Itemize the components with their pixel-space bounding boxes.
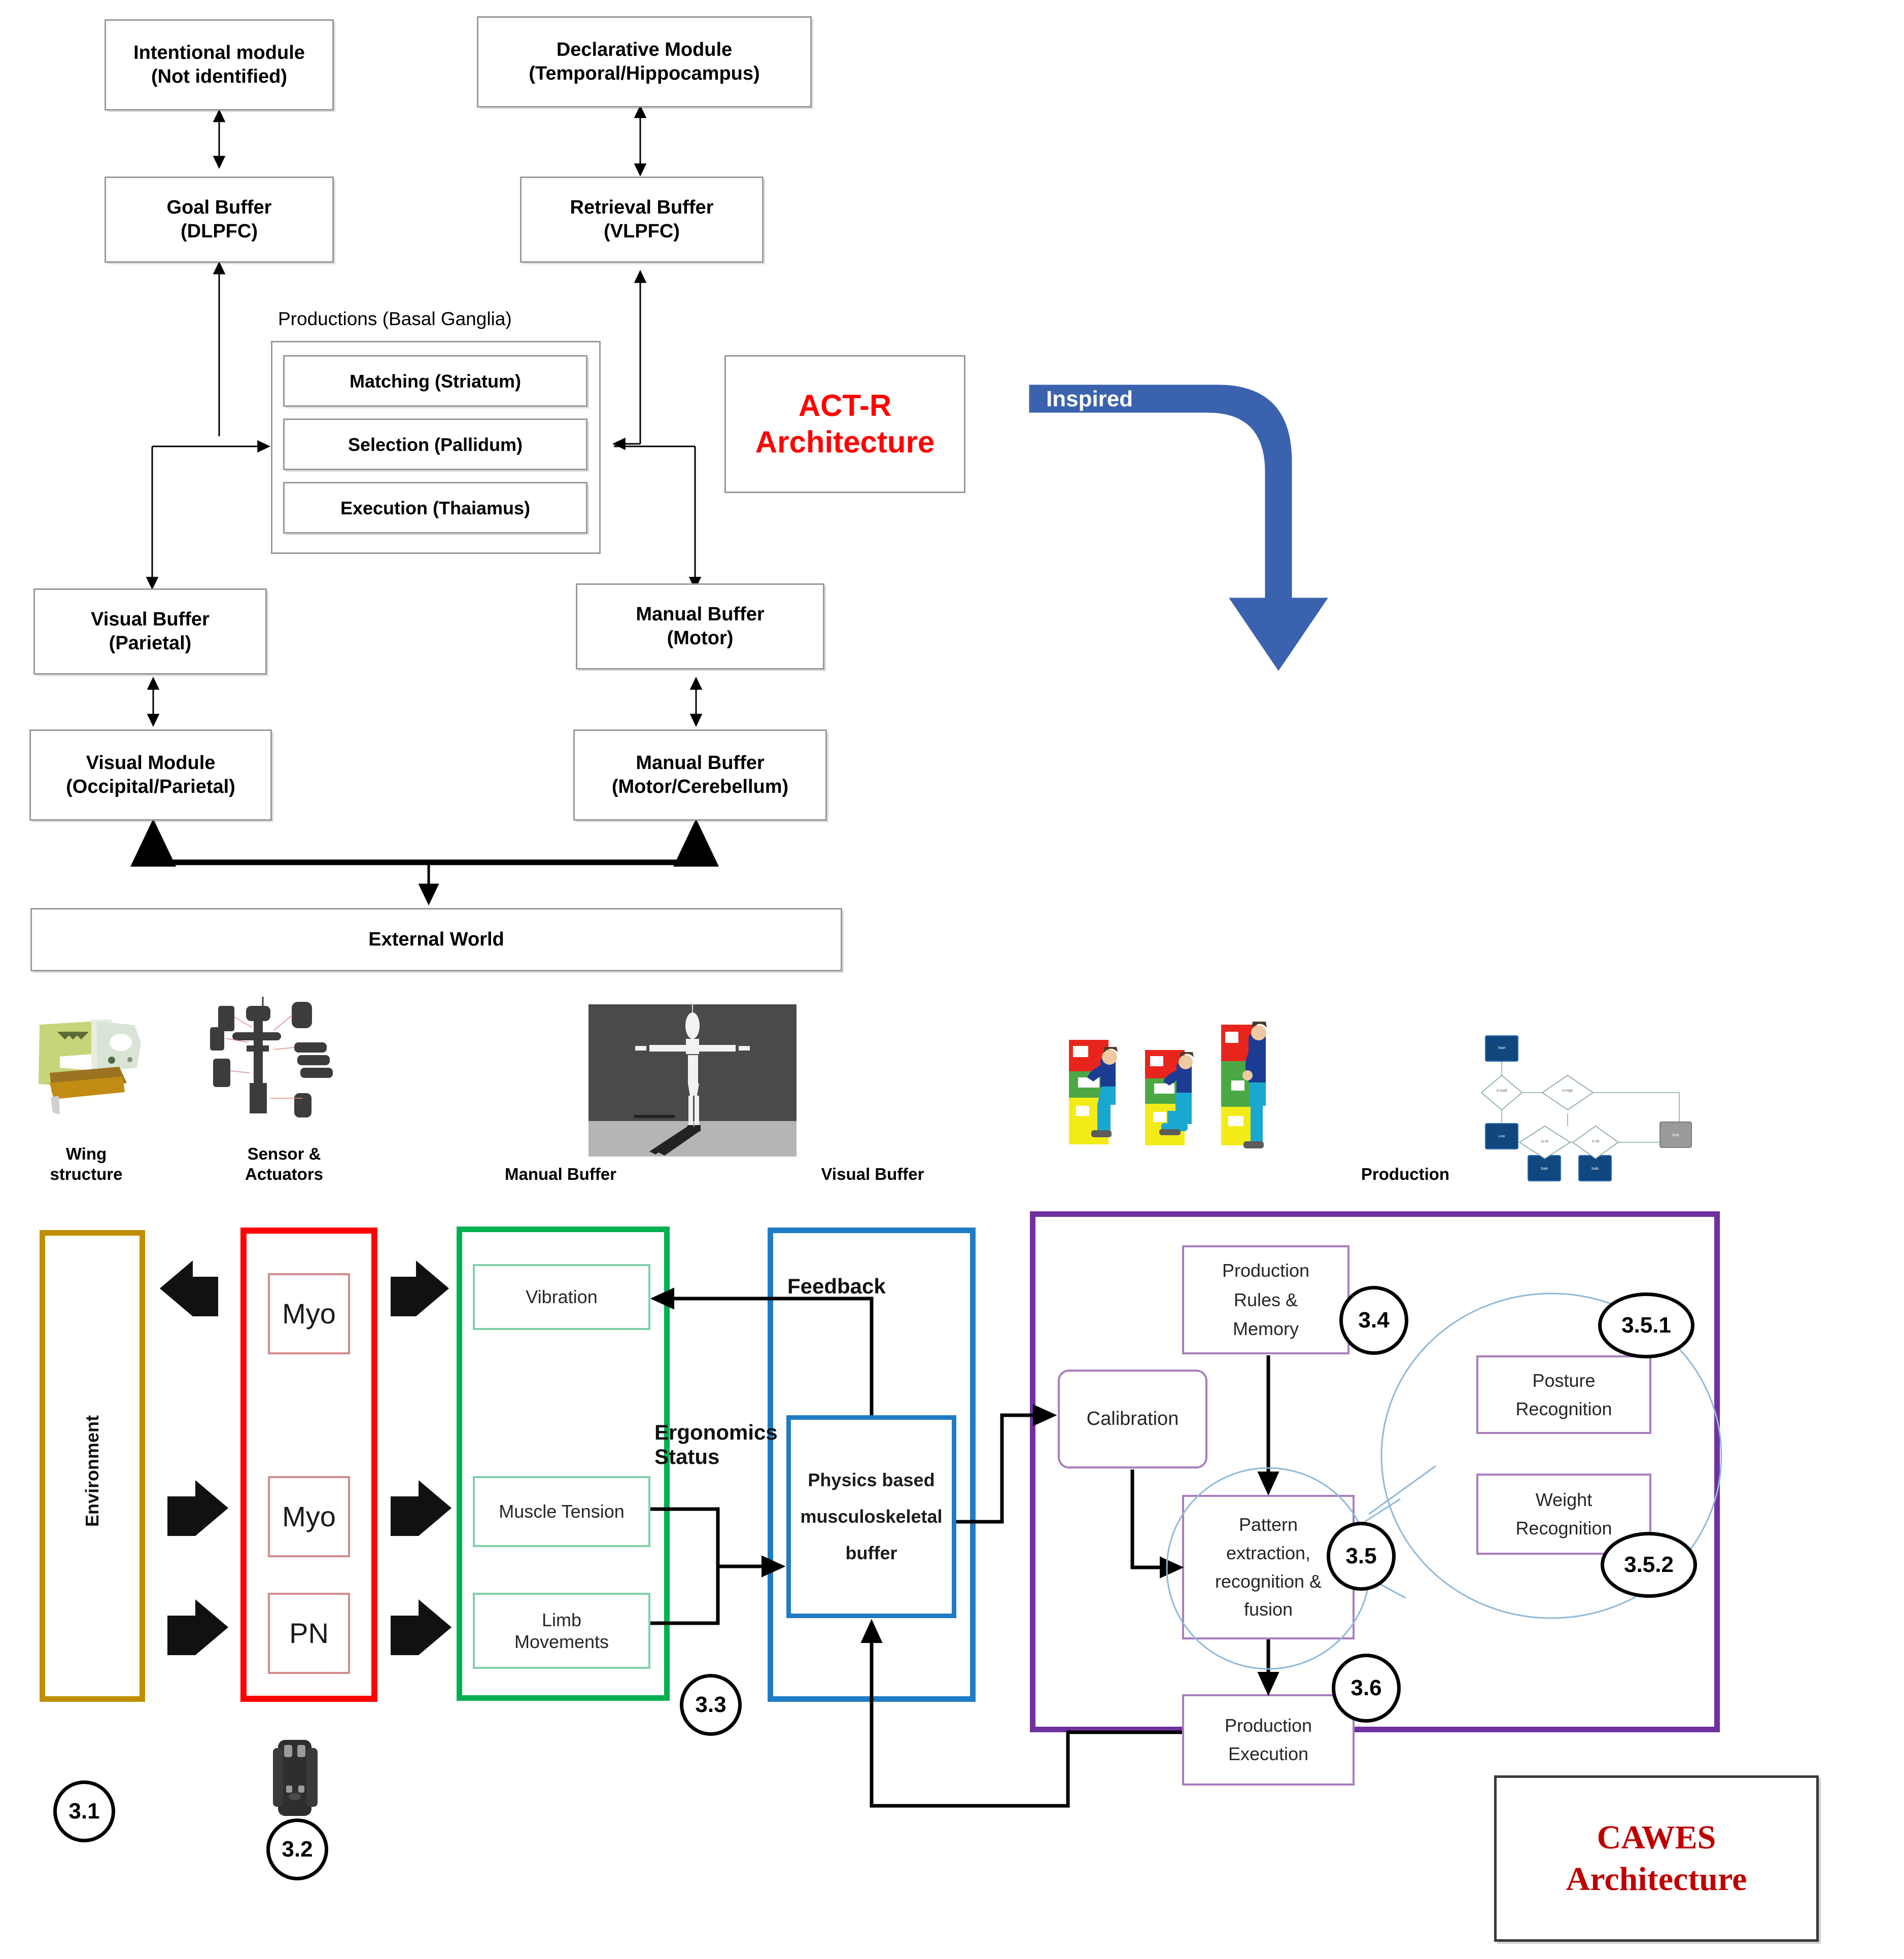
production-caption: Production: [1361, 1165, 1450, 1183]
manual-buffer-motor-label: Manual Buffer (Motor/Cerebellum): [611, 752, 789, 798]
manual-buffer-box[interactable]: Manual Buffer (Motor): [576, 583, 824, 670]
external-world-box[interactable]: External World: [30, 908, 842, 971]
sensor-myo-1[interactable]: Myo: [268, 1273, 350, 1354]
calibration-box[interactable]: Calibration: [1058, 1370, 1207, 1468]
intentional-module-box[interactable]: Intentional module (Not identified): [105, 19, 334, 111]
visual-buffer-caption: Visual Buffer: [821, 1165, 924, 1183]
visual-buffer-box[interactable]: Visual Buffer (Parietal): [33, 588, 267, 675]
manual-item-muscle-tension[interactable]: Muscle Tension: [473, 1476, 650, 1547]
marker-3-5-2: 3.5.2: [1601, 1532, 1697, 1598]
manual-buffer-image: [588, 1004, 797, 1157]
retrieval-buffer-box[interactable]: Retrieval Buffer (VLPFC): [520, 177, 764, 263]
production-rules-memory-box[interactable]: Production Rules & Memory: [1182, 1245, 1349, 1354]
manual-buffer-label: Manual Buffer (Motor): [636, 603, 765, 649]
physics-buffer-label: Physics based musculoskeletal buffer: [800, 1470, 943, 1563]
sensor-actuators-image: [210, 997, 333, 1117]
manual-buffer-caption: Manual Buffer: [504, 1165, 616, 1183]
marker-3-3: 3.3: [680, 1674, 742, 1736]
environment-column[interactable]: [40, 1230, 145, 1702]
marker-3-5-1: 3.5.1: [1598, 1292, 1694, 1358]
marker-3-2: 3.2: [266, 1818, 328, 1880]
productions-group-label: Productions (Basal Ganglia): [278, 308, 512, 329]
sensor-pn[interactable]: PN: [268, 1593, 350, 1674]
production-flowchart-image: Start Low is load is high is ok is ok Sa…: [1480, 1035, 1692, 1181]
svg-text:is load: is load: [1497, 1089, 1507, 1093]
goal-buffer-label: Goal Buffer (DLPFC): [166, 196, 272, 242]
pattern-extraction-box[interactable]: Pattern extraction, recognition & fusion: [1182, 1495, 1355, 1639]
cawes-architecture-title: CAWES Architecture: [1566, 1818, 1747, 1898]
svg-text:is high: is high: [1563, 1089, 1573, 1093]
production-execution-label: Production Execution: [1224, 1715, 1312, 1764]
intentional-module-label: Intentional module (Not identified): [133, 42, 305, 88]
cawes-architecture-title-box: CAWES Architecture: [1494, 1775, 1819, 1942]
inspired-arrow-shape: [1029, 384, 1328, 671]
wing-structure-image: [39, 1020, 141, 1114]
pattern-extraction-label: Pattern extraction, recognition & fusion: [1215, 1514, 1322, 1620]
declarative-module-box[interactable]: Declarative Module (Temporal/Hippocampus…: [477, 16, 812, 108]
manual-buffer-motor-cerebellum-box[interactable]: Manual Buffer (Motor/Cerebellum): [573, 729, 827, 821]
sensor-myo-2[interactable]: Myo: [268, 1476, 350, 1557]
svg-text:is ok: is ok: [1541, 1140, 1549, 1143]
declarative-module-label: Declarative Module (Temporal/Hippocampus…: [529, 39, 760, 85]
marker-3-4: 3.4: [1339, 1286, 1408, 1355]
myo-armband-image: [273, 1740, 318, 1816]
matching-box[interactable]: Matching (Striatum): [283, 355, 587, 407]
feedback-label: Feedback: [787, 1274, 886, 1298]
marker-3-1: 3.1: [53, 1780, 115, 1842]
svg-text:Risk: Risk: [1672, 1134, 1679, 1137]
marker-3-5: 3.5: [1327, 1522, 1396, 1591]
sensor-actuators-caption: Sensor &Actuators: [245, 1144, 324, 1183]
production-rules-label: Production Rules & Memory: [1222, 1260, 1310, 1340]
selection-box[interactable]: Selection (Pallidum): [283, 418, 587, 470]
physics-musculoskeletal-buffer-box[interactable]: Physics based musculoskeletal buffer: [786, 1415, 956, 1618]
visual-module-box[interactable]: Visual Module (Occipital/Parietal): [29, 729, 272, 821]
execution-box[interactable]: Execution (Thaiamus): [283, 482, 587, 534]
svg-text:is ok: is ok: [1592, 1140, 1600, 1143]
svg-text:Safe: Safe: [1591, 1167, 1599, 1171]
manual-item-vibration[interactable]: Vibration: [473, 1264, 650, 1330]
visual-buffer-label: Visual Buffer (Parietal): [91, 608, 210, 654]
marker-3-6: 3.6: [1332, 1654, 1401, 1723]
actr-architecture-title-box: ACT-R Architecture: [724, 355, 965, 493]
inspired-label: Inspired: [1046, 387, 1133, 411]
visual-module-label: Visual Module (Occipital/Parietal): [66, 752, 235, 798]
svg-text:Safe: Safe: [1541, 1167, 1548, 1171]
actr-architecture-title: ACT-R Architecture: [755, 389, 935, 459]
svg-text:Low: Low: [1499, 1135, 1506, 1138]
goal-buffer-box[interactable]: Goal Buffer (DLPFC): [105, 177, 334, 263]
production-postures-image: [1069, 1022, 1267, 1148]
svg-text:Start: Start: [1498, 1046, 1506, 1050]
retrieval-buffer-label: Retrieval Buffer (VLPFC): [570, 196, 714, 242]
